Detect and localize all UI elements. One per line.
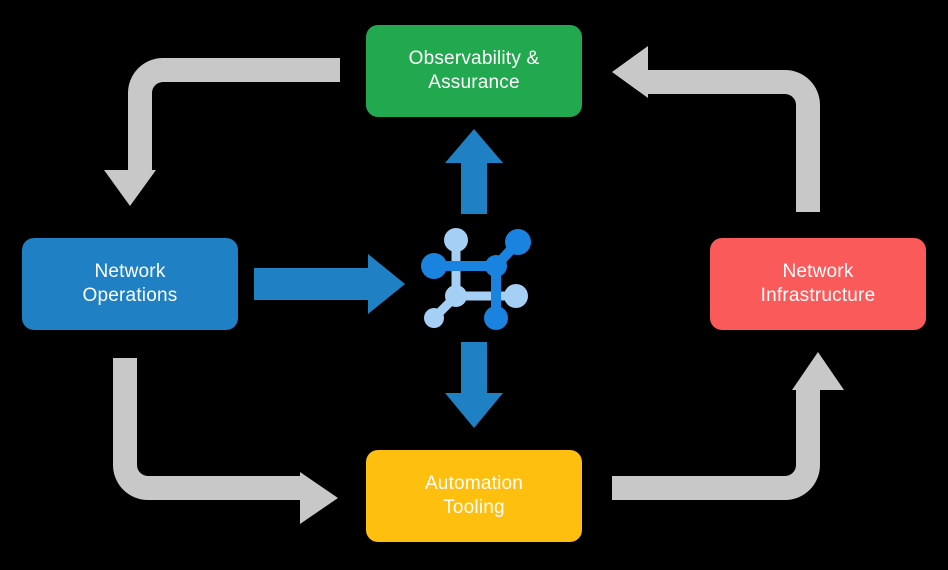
arrow-network-operations-to-center <box>254 254 405 314</box>
arrow-observability-to-network-operations <box>104 58 340 206</box>
arrow-center-to-observability <box>445 129 503 214</box>
arrow-automation-tooling-to-network-infrastructure <box>612 352 844 500</box>
box-automation-tooling-label: Automation Tooling <box>424 472 524 518</box>
box-observability-assurance[interactable]: Observability & Assurance <box>366 25 582 117</box>
box-network-operations-label: Network Operations <box>82 260 178 306</box>
box-observability-assurance-label: Observability & Assurance <box>408 47 540 93</box>
graph-nodes-primary <box>421 229 531 330</box>
arrow-center-to-automation-tooling <box>445 342 503 428</box>
box-automation-tooling[interactable]: Automation Tooling <box>366 450 582 542</box>
box-network-infrastructure[interactable]: Network Infrastructure <box>710 238 926 330</box>
graph-nodes-secondary <box>424 228 528 328</box>
box-network-operations[interactable]: Network Operations <box>22 238 238 330</box>
arrow-network-operations-to-automation-tooling <box>113 358 338 524</box>
network-graph-icon <box>421 228 531 330</box>
arrow-network-infrastructure-to-observability <box>612 46 820 212</box>
box-network-infrastructure-label: Network Infrastructure <box>760 260 876 306</box>
